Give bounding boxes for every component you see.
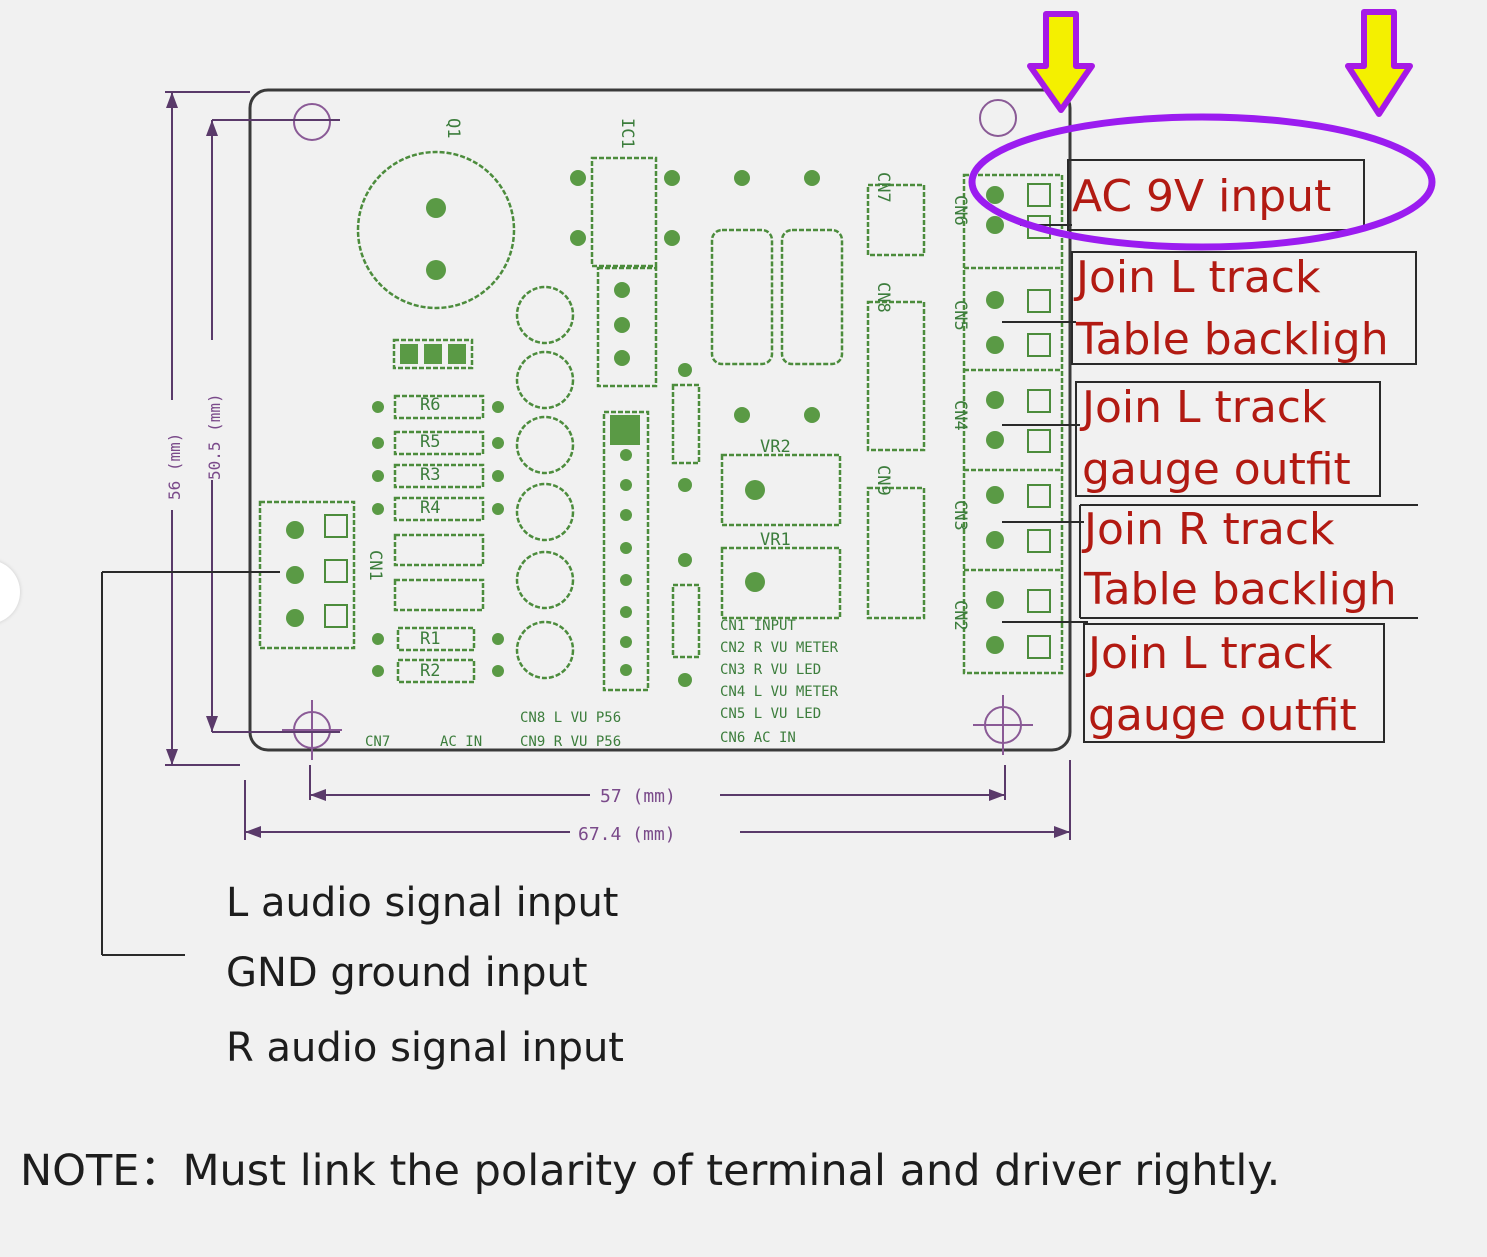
label-r1: R1 [420,629,440,649]
legend-cn2: CN2 R VU METER [720,640,839,656]
label-r5: R5 [420,432,440,452]
down-arrow-icon [1027,11,1095,113]
legend-cn8: CN8 L VU P56 [520,710,621,726]
label-cn1: CN1 [365,550,385,581]
legend-cn3: CN3 R VU LED [720,662,821,678]
label-l-table-line1: Join L track [1076,252,1321,303]
label-ac-input: AC 9V input [1072,171,1332,222]
label-l-gauge-line2: gauge outfit [1082,444,1351,495]
pcb-pads [286,170,1004,687]
label-r-table-line1: Join R track [1084,504,1335,555]
dim-outer-height: 56 (mm) [165,433,184,500]
label-l-gauge-b-line1: Join L track [1088,628,1333,679]
legend-cn9: CN9 R VU P56 [520,734,621,750]
label-r-table-line2: Table backligh [1084,564,1397,615]
label-r2: R2 [420,661,440,681]
pcb-components [258,150,1064,692]
highlight-ellipse [968,113,1436,251]
polarity-note: NOTE：Must link the polarity of terminal … [20,1146,1281,1196]
label-cn7: CN7 [873,172,893,203]
label-cn8: CN8 [873,282,893,313]
label-l-table-line2: Table backligh [1076,314,1389,365]
label-vr1: VR1 [760,530,791,550]
dim-inner-width: 57 (mm) [600,786,676,807]
signal-r-input: R audio signal input [226,1025,624,1071]
legend-cn5: CN5 L VU LED [720,706,821,722]
label-r4: R4 [420,498,440,518]
label-q1: Q1 [443,118,463,138]
dimension-arrows [166,92,1070,838]
signal-gnd-input: GND ground input [226,950,588,996]
dim-outer-width: 67.4 (mm) [578,824,676,845]
legend-cn1: CN1 INPUT [720,618,796,634]
mounting-holes [282,99,1033,760]
label-cn4: CN4 [950,400,970,431]
label-l-gauge-line1: Join L track [1082,382,1327,433]
label-cn5: CN5 [950,300,970,331]
legend-cn7: CN7 [365,734,390,750]
label-ic1: IC1 [617,118,637,149]
label-cn9: CN9 [873,465,893,496]
label-r3: R3 [420,465,440,485]
down-arrow-icon [1345,9,1413,117]
label-cn2: CN2 [950,600,970,631]
label-cn3: CN3 [950,500,970,531]
dim-inner-height: 50.5 (mm) [205,393,224,480]
label-r6: R6 [420,395,440,415]
legend-cn6: CN6 AC IN [720,730,796,746]
label-l-gauge-b-line2: gauge outfit [1088,690,1357,741]
side-scroll-tab[interactable] [0,560,20,624]
pcb-labels: R6 R5 R3 R4 R1 R2 VR2 VR1 Q1 IC1 CN7 CN8… [365,118,970,681]
label-boxes [1067,159,1418,743]
signal-l-input: L audio signal input [226,880,619,926]
board-outline [248,88,1072,752]
pcb-legend: CN7 AC IN CN8 L VU P56 CN9 R VU P56 CN1 … [365,618,839,750]
legend-cn4: CN4 L VU METER [720,684,839,700]
arrow-icons [1027,9,1413,117]
terminal-squares [324,183,1051,659]
dimension-lines [165,91,1071,840]
legend-ac-in: AC IN [440,734,482,750]
label-vr2: VR2 [760,437,791,457]
label-cn6: CN6 [950,195,970,226]
